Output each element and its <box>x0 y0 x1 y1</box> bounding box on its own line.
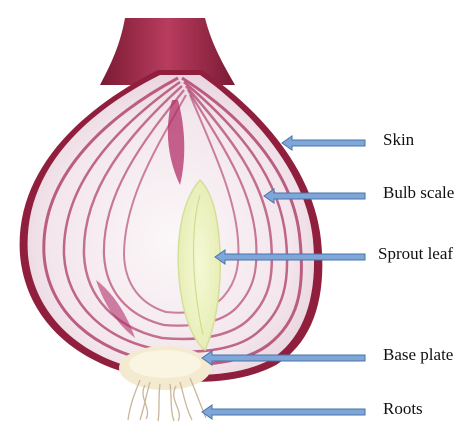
roots-label: Roots <box>383 399 423 419</box>
skin-label: Skin <box>383 130 414 150</box>
skin-arrow <box>282 136 365 150</box>
roots-arrow <box>202 405 365 419</box>
base-plate-highlight <box>129 350 201 378</box>
base-plate-label: Base plate <box>383 345 453 365</box>
bulb-scale-label: Bulb scale <box>383 183 454 203</box>
sprout-leaf-label: Sprout leaf <box>378 244 453 264</box>
